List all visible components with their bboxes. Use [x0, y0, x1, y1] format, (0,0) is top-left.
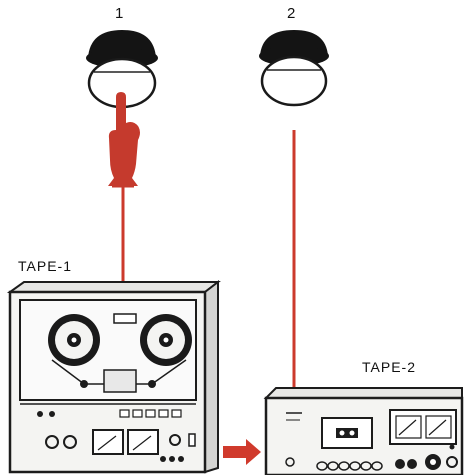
- tape-1-label: TAPE-1: [18, 258, 72, 274]
- knob-2-number: 2: [287, 5, 295, 22]
- rotary-knob-icon: [259, 30, 329, 105]
- arrow-right-icon: [223, 439, 261, 465]
- tape-deck-2: [266, 388, 462, 475]
- knob-1-number: 1: [115, 5, 123, 22]
- cassette-tape-deck-icon: [266, 388, 462, 475]
- knob-2[interactable]: [259, 30, 329, 105]
- tape-deck-1: [10, 282, 218, 472]
- tape-2-label: TAPE-2: [362, 359, 416, 375]
- reel-to-reel-tape-deck-icon: [10, 282, 218, 472]
